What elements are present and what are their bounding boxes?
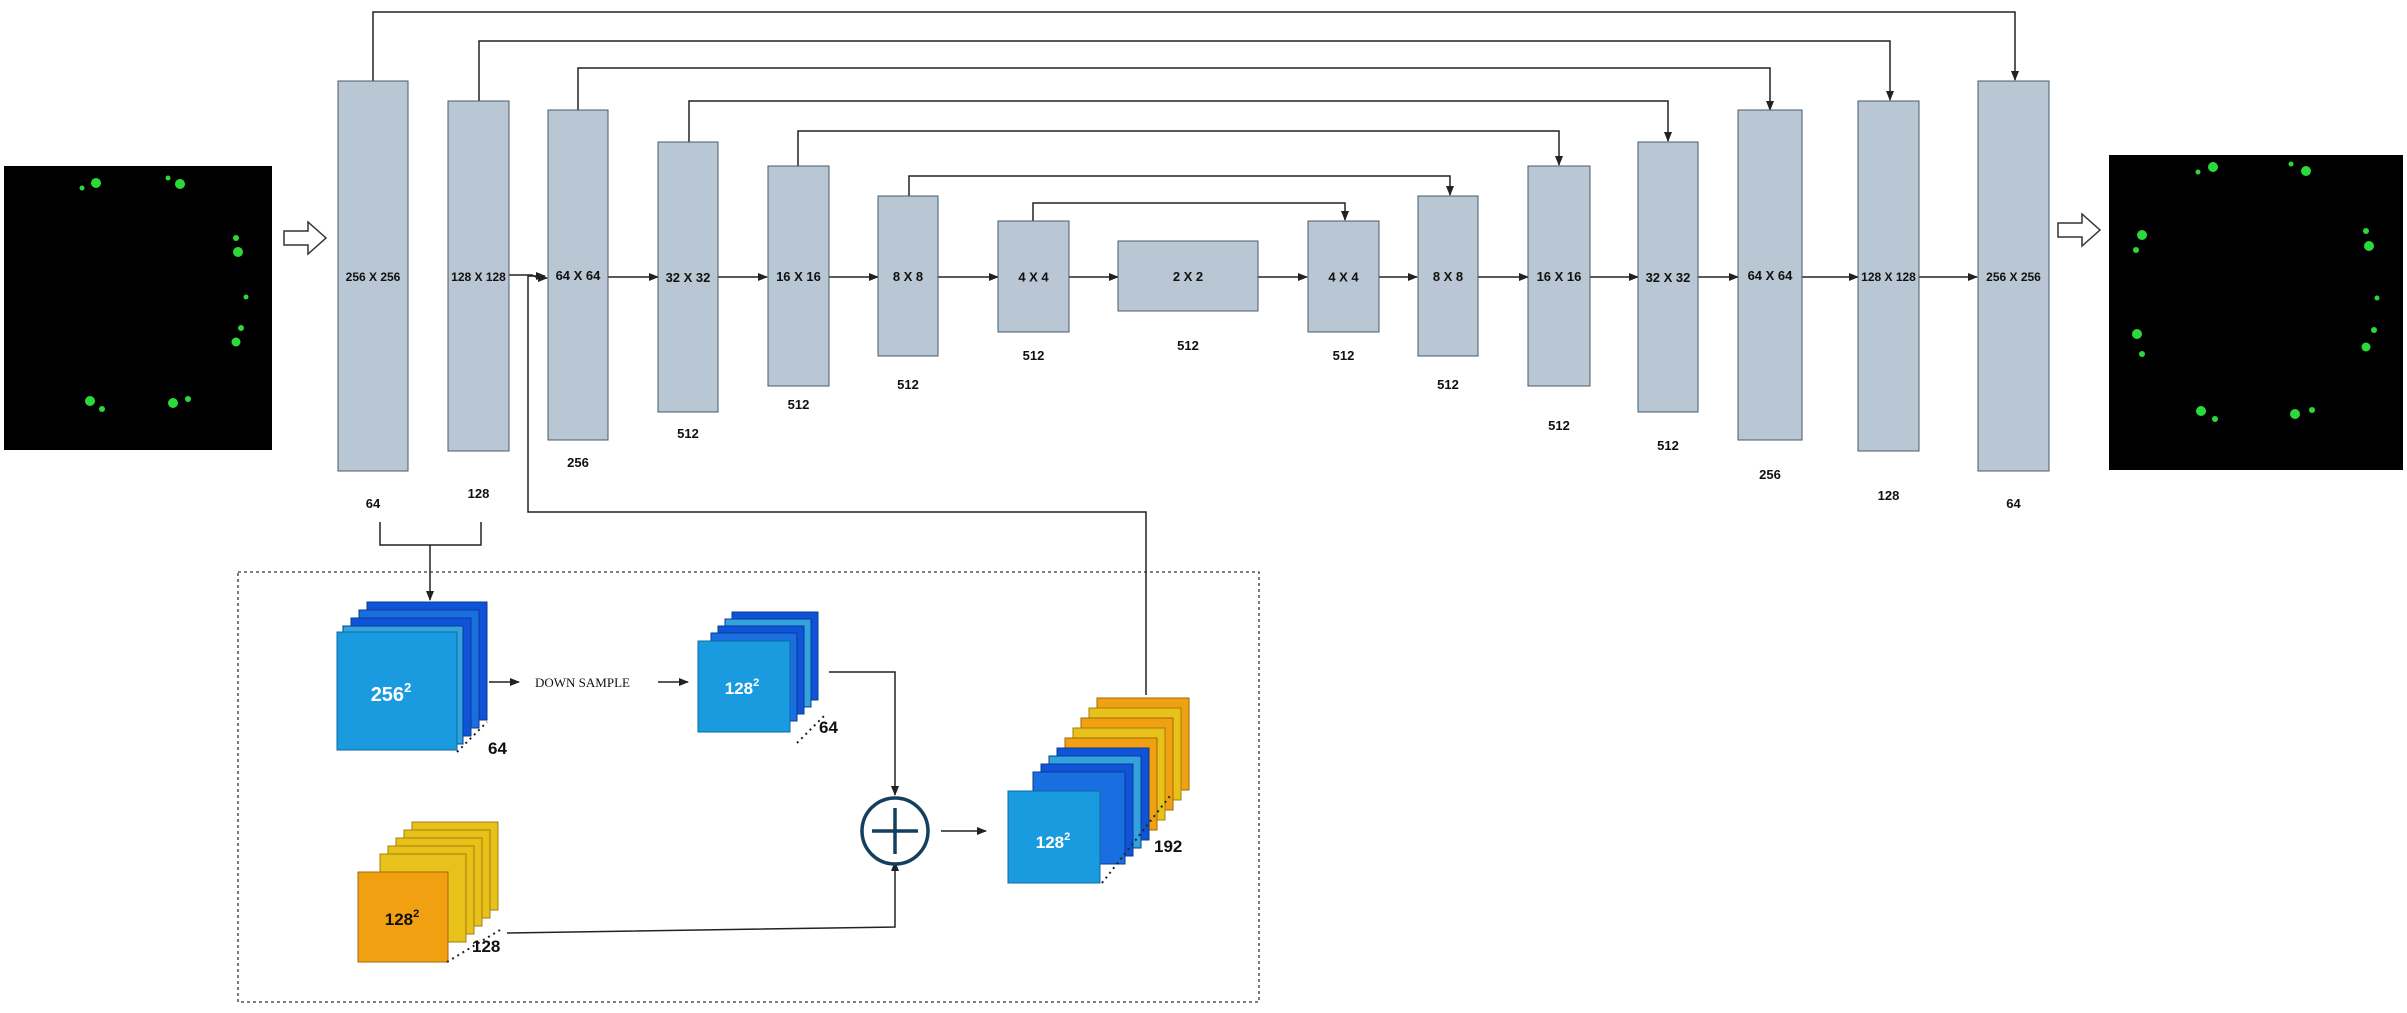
block-9-rect xyxy=(1417,195,1479,357)
block-3-channels: 512 xyxy=(677,426,699,441)
block-1-rect xyxy=(447,100,510,452)
block-12-channels: 256 xyxy=(1759,467,1781,482)
block-14-size: 256 X 256 xyxy=(1986,270,2041,284)
block-3-rect xyxy=(657,141,719,413)
block-0-channels: 64 xyxy=(366,496,381,511)
block-13-size: 128 X 128 xyxy=(1861,270,1916,284)
block-3-size: 32 X 32 xyxy=(666,270,711,285)
block-0-size: 256 X 256 xyxy=(346,270,401,284)
stack-128-orange-size: 1282 xyxy=(385,908,420,929)
output-arrow-icon xyxy=(2057,212,2102,248)
block-7-channels: 512 xyxy=(1177,338,1199,353)
fusion-detail-box xyxy=(237,571,1260,1003)
feature-stack-128-blue: 1282 64 xyxy=(697,611,838,744)
block-8-rect xyxy=(1307,220,1380,333)
block-9-size: 8 X 8 xyxy=(1433,269,1463,284)
block-11: 32 X 32 512 xyxy=(1637,141,1699,453)
block-1-size: 128 X 128 xyxy=(451,270,506,284)
stack-concat-size: 1282 xyxy=(1036,831,1071,852)
block-13: 128 X 128 128 xyxy=(1857,100,1920,503)
circled-plus-icon xyxy=(860,796,930,866)
block-14-channels: 64 xyxy=(2006,496,2021,511)
block-14-rect xyxy=(1977,80,2050,472)
block-12-rect xyxy=(1737,109,1803,441)
forward-arrows xyxy=(509,273,1978,282)
stack-128-blue-channels: 64 xyxy=(819,718,838,737)
block-2-size: 64 X 64 xyxy=(556,268,602,283)
block-10-rect xyxy=(1527,165,1591,387)
block-6-size: 4 X 4 xyxy=(1018,270,1049,285)
block-9-channels: 512 xyxy=(1437,377,1459,392)
block-11-rect xyxy=(1637,141,1699,413)
block-4-channels: 512 xyxy=(788,397,810,412)
block-8-size: 4 X 4 xyxy=(1328,270,1359,285)
block-7-size: 2 X 2 xyxy=(1173,269,1203,284)
block-10-channels: 512 xyxy=(1548,418,1570,433)
block-12: 64 X 64 256 xyxy=(1737,109,1803,482)
block-4-size: 16 X 16 xyxy=(776,269,821,284)
input-arrow-icon xyxy=(283,220,328,256)
stack-256-channels: 64 xyxy=(488,739,507,758)
block-6-rect xyxy=(997,220,1070,333)
block-13-rect xyxy=(1857,100,1920,452)
skip-connections xyxy=(372,11,2019,221)
block-2-rect xyxy=(547,109,609,441)
block-4: 16 X 16 512 xyxy=(767,165,830,412)
block-0: 256 X 256 64 xyxy=(337,80,409,511)
block-1-channels: 128 xyxy=(468,486,490,501)
block-12-size: 64 X 64 xyxy=(1748,268,1794,283)
stack-128-blue-size: 1282 xyxy=(725,677,760,698)
block-6: 4 X 4 512 xyxy=(997,220,1070,363)
block-5-rect xyxy=(877,195,939,357)
block-2-channels: 256 xyxy=(567,455,589,470)
block-6-channels: 512 xyxy=(1023,348,1045,363)
down-sample-label: DOWN SAMPLE xyxy=(535,675,630,690)
block-14: 256 X 256 64 xyxy=(1977,80,2050,511)
block-5: 8 X 8 512 xyxy=(877,195,939,392)
block-2: 64 X 64 256 xyxy=(547,109,609,470)
block-5-channels: 512 xyxy=(897,377,919,392)
block-8: 4 X 4 512 xyxy=(1307,220,1380,363)
block-13-channels: 128 xyxy=(1878,488,1900,503)
block-8-channels: 512 xyxy=(1333,348,1355,363)
block-5-size: 8 X 8 xyxy=(893,269,923,284)
input-image xyxy=(4,166,272,450)
block-0-rect xyxy=(337,80,409,472)
feature-stack-128-orange: 1282 128 xyxy=(357,821,501,963)
block-10: 16 X 16 512 xyxy=(1527,165,1591,433)
block-11-channels: 512 xyxy=(1657,438,1679,453)
stack-128-orange-channels: 128 xyxy=(472,937,500,956)
block-7-rect xyxy=(1117,240,1259,312)
output-image xyxy=(2109,155,2403,470)
block-1: 128 X 128 128 xyxy=(447,100,510,501)
block-11-size: 32 X 32 xyxy=(1646,270,1691,285)
encoder-decoder-blocks: 256 X 256 64 128 X 128 128 64 X 64 256 32 X 32… xyxy=(337,80,2050,511)
merge-bracket xyxy=(379,522,482,601)
stack-256-size: 2562 xyxy=(371,680,412,706)
stack-concat-channels: 192 xyxy=(1154,837,1182,856)
block-4-rect xyxy=(767,165,830,387)
fusion-feedback-line xyxy=(527,272,1147,695)
block-10-size: 16 X 16 xyxy=(1537,269,1582,284)
feature-stack-concat: 1282 192 xyxy=(1007,697,1190,884)
block-9: 8 X 8 512 xyxy=(1417,195,1479,392)
block-7: 2 X 2 512 xyxy=(1117,240,1259,353)
block-3: 32 X 32 512 xyxy=(657,141,719,441)
feature-stack-256: 2562 64 xyxy=(336,601,507,758)
